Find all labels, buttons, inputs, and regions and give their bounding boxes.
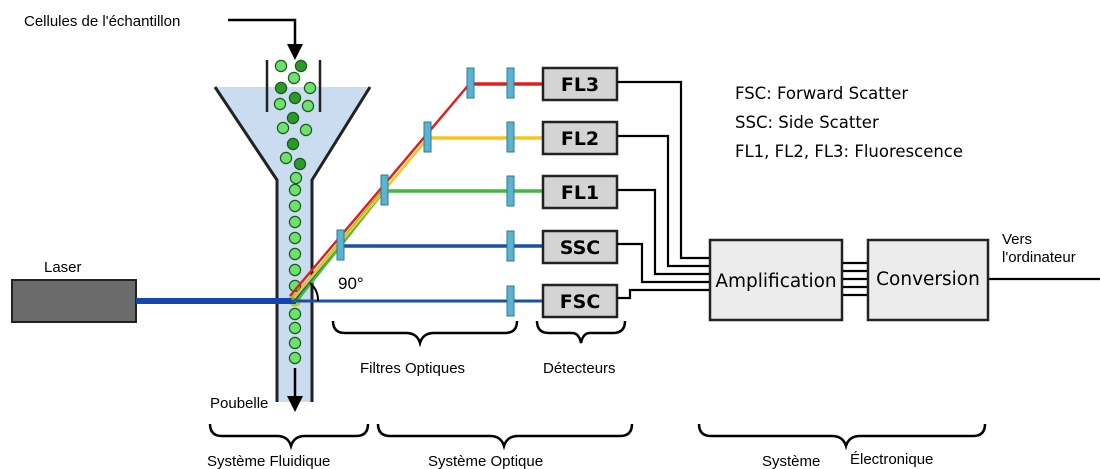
cell — [288, 215, 302, 229]
amplification-label: Amplification — [715, 271, 836, 292]
cell — [286, 137, 300, 151]
bracket-fluidic — [208, 423, 370, 451]
legend-fluorescence: FL1, FL2, FL3: Fluorescence — [735, 142, 963, 161]
sample-cells — [273, 59, 317, 365]
cell — [288, 183, 302, 197]
cell — [279, 151, 293, 165]
detector-fl2: FL2 — [541, 120, 619, 156]
cell — [288, 307, 302, 321]
laser-label: Laser — [44, 259, 82, 276]
waste-label: Poubelle — [210, 395, 268, 412]
conversion-box: Conversion — [866, 238, 990, 322]
cell — [303, 81, 317, 95]
cell — [299, 123, 313, 137]
bracket-optical — [376, 423, 634, 451]
cell — [287, 71, 301, 85]
cell — [273, 97, 287, 111]
group-label-optical-system: Système Optique — [428, 453, 543, 469]
cell — [288, 336, 302, 350]
sheath-fluid — [215, 87, 370, 402]
sample-cells-label: Cellules de l'échantillon — [24, 13, 180, 30]
detector-fl1: FL1 — [541, 174, 619, 210]
cell — [294, 59, 308, 73]
detector-fl3: FL3 — [541, 66, 619, 102]
cell — [276, 121, 290, 135]
group-label-detectors: Détecteurs — [543, 360, 616, 377]
cell — [288, 231, 302, 245]
legend: FSC: Forward Scatter SSC: Side Scatter F… — [735, 84, 963, 161]
sample-input-arrow — [228, 18, 303, 60]
detector-fl1-label: FL1 — [561, 182, 599, 204]
cell — [301, 99, 315, 113]
group-label-electronic-system-1: Système — [762, 453, 820, 469]
cell — [288, 199, 302, 213]
group-label-optical-filters: Filtres Optiques — [360, 360, 465, 377]
cell — [286, 111, 300, 125]
cell — [293, 157, 307, 171]
waste-arrow — [287, 368, 303, 412]
detector-fsc: FSC — [541, 283, 619, 319]
detector-fl2-label: FL2 — [561, 128, 599, 150]
bracket-optical-filters — [331, 320, 519, 348]
cell — [288, 351, 302, 365]
legend-fsc: FSC: Forward Scatter — [735, 84, 908, 103]
flow-cell — [213, 60, 372, 402]
cell — [288, 247, 302, 261]
to-computer-label-2: l'ordinateur — [1002, 249, 1076, 266]
detector-fsc-label: FSC — [560, 291, 601, 313]
detector-ssc: SSC — [541, 229, 619, 265]
angle-label: 90° — [338, 274, 364, 293]
cell — [288, 263, 302, 277]
cell — [288, 321, 302, 335]
laser-source — [11, 279, 137, 323]
conversion-label: Conversion — [876, 269, 980, 290]
detector-ssc-label: SSC — [560, 237, 600, 259]
detector-fl3-label: FL3 — [561, 74, 599, 96]
angle-arc — [309, 282, 320, 302]
dichroic-mirrors — [336, 67, 475, 261]
cell — [274, 81, 288, 95]
group-label-fluidic-system: Système Fluidique — [207, 453, 330, 469]
signal-wires — [617, 80, 1100, 300]
amplification-box: Amplification — [708, 238, 844, 322]
legend-ssc: SSC: Side Scatter — [735, 113, 879, 132]
optical-filters — [506, 67, 515, 317]
to-computer-label-1: Vers — [1002, 231, 1032, 248]
cell — [288, 91, 302, 105]
cell — [289, 171, 303, 185]
group-label-electronic-system-2: Électronique — [850, 451, 933, 468]
bracket-detectors — [535, 320, 627, 344]
cell — [274, 59, 288, 73]
bracket-electronic — [697, 423, 987, 451]
